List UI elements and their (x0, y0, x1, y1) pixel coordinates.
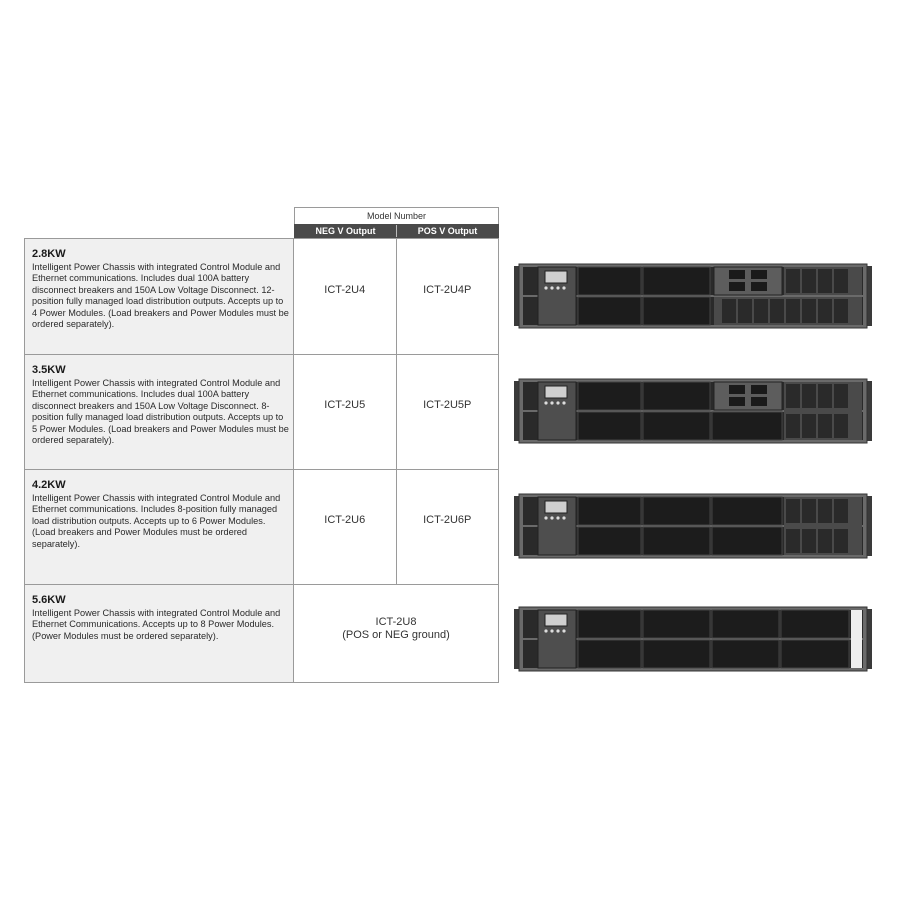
neg-model-cell: ICT-2U4 (294, 239, 396, 354)
description-cell: 2.8KW Intelligent Power Chassis with int… (25, 239, 294, 354)
chassis-2u4-image (514, 262, 872, 330)
table-row: 2.8KW Intelligent Power Chassis with int… (25, 239, 498, 355)
neg-model-cell: ICT-2U6 (294, 470, 396, 584)
model-name: ICT-2U8 (375, 615, 417, 628)
column-headers: NEG V Output POS V Output (294, 224, 499, 238)
power-rating: 5.6KW (32, 594, 66, 606)
chassis-2u6-image (514, 492, 872, 560)
pos-v-output-header: POS V Output (396, 225, 498, 237)
pos-model-cell: ICT-2U6P (395, 470, 498, 584)
neg-v-output-header: NEG V Output (315, 226, 376, 236)
table-row: 3.5KW Intelligent Power Chassis with int… (25, 355, 498, 470)
power-rating: 4.2KW (32, 479, 66, 491)
model-ground-note: (POS or NEG ground) (342, 628, 450, 641)
power-rating: 3.5KW (32, 364, 66, 376)
description-cell: 3.5KW Intelligent Power Chassis with int… (25, 355, 294, 469)
power-rating: 2.8KW (32, 248, 66, 260)
pos-model-cell: ICT-2U5P (395, 355, 498, 469)
table-row: 5.6KW Intelligent Power Chassis with int… (25, 585, 498, 682)
table-row: 4.2KW Intelligent Power Chassis with int… (25, 470, 498, 585)
description-text: Intelligent Power Chassis with integrate… (32, 493, 281, 549)
pos-model-cell: ICT-2U4P (395, 239, 498, 354)
model-number-header: Model Number (294, 207, 499, 224)
chassis-2u5-image (514, 377, 872, 445)
description-cell: 4.2KW Intelligent Power Chassis with int… (25, 470, 294, 584)
chassis-2u8-image (514, 605, 872, 673)
description-text: Intelligent Power Chassis with integrate… (32, 262, 289, 330)
description-text: Intelligent Power Chassis with integrate… (32, 378, 289, 446)
description-text: Intelligent Power Chassis with integrate… (32, 608, 281, 641)
table-body: 2.8KW Intelligent Power Chassis with int… (24, 238, 499, 683)
neg-model-cell: ICT-2U5 (294, 355, 396, 469)
combined-model-cell: ICT-2U8 (POS or NEG ground) (294, 585, 498, 682)
description-cell: 5.6KW Intelligent Power Chassis with int… (25, 585, 294, 682)
